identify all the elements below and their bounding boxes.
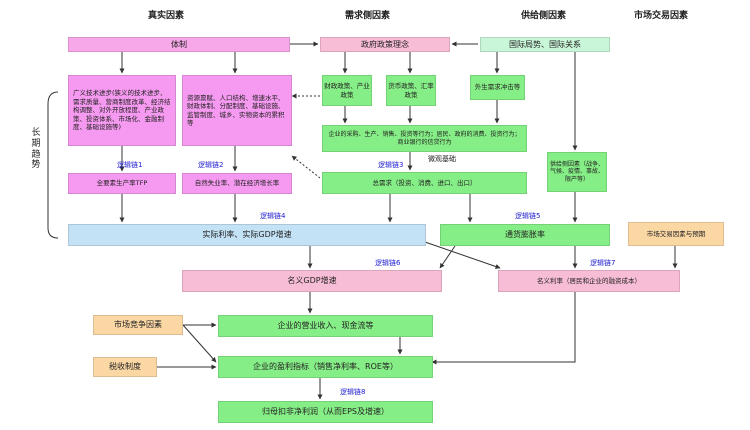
logic-chain-8-label: 逻辑链8 xyxy=(340,388,366,396)
logic-chain-2-label: 逻辑链2 xyxy=(198,161,224,169)
real-rate-gdp-node: 实际利率、实际GDP增速 xyxy=(68,224,426,246)
header-supply-factors: 供给侧因素 xyxy=(521,11,567,21)
header-market-factors: 市场交易因素 xyxy=(634,11,689,21)
long-term-trend-label: 长期趋势 xyxy=(31,128,41,171)
nominal-rate-node: 名义利率（居民和企业的融资成本） xyxy=(498,270,680,292)
header-demand-factors: 需求侧因素 xyxy=(345,11,391,21)
logic-chain-5-label: 逻辑链5 xyxy=(515,212,541,220)
revenue-cashflow-node: 企业的营业收入、现金流等 xyxy=(218,315,433,337)
market-competition-node: 市场竞争因素 xyxy=(93,315,183,335)
micro-foundation-label: 微观基础 xyxy=(428,155,456,163)
market-factor-node: 市场交易因素与预期 xyxy=(628,222,724,246)
logic-chain-7-label: 逻辑链7 xyxy=(590,259,616,267)
logic-chain-4-label: 逻辑链4 xyxy=(260,212,286,220)
policy-philosophy-node: 政府政策理念 xyxy=(320,37,450,52)
logic-chain-3-label: 逻辑链3 xyxy=(378,161,404,169)
logic-chain-1-label: 逻辑链1 xyxy=(117,161,143,169)
trend-bracket xyxy=(47,91,59,239)
tfp-factors-node: 广义技术进步(狭义的技术进步、需求质量、营商制度改革、经济结构调整、对外开放程度… xyxy=(68,75,176,146)
international-relations-node: 国际局势、国际关系 xyxy=(480,37,610,52)
micro-agents-node: 企业的采购、生产、销售、投资等行为；居民、政府的消费、投资行为；商业银行的信贷行… xyxy=(322,125,527,152)
inflation-node: 通货膨胀率 xyxy=(440,224,610,246)
fiscal-policy-node: 财政政策、产业政策 xyxy=(322,75,372,106)
profitability-node: 企业的盈利指标（销售净利率、ROE等） xyxy=(218,356,433,378)
system-node: 体制 xyxy=(68,37,290,52)
natural-rate-node: 自然失业率、潜在经济增长率 xyxy=(182,173,292,194)
eps-node: 归母扣非净利润（从而EPS及增速） xyxy=(218,401,433,423)
monetary-policy-node: 货币政策、汇率政策 xyxy=(386,75,436,106)
nominal-gdp-node: 名义GDP增速 xyxy=(182,270,442,292)
resource-endowment-node: 资源禀赋、人口结构、增速水平、财政体制、分配制度、基础设施、监管制度、城乡、实物… xyxy=(182,75,292,146)
logic-chain-6-label: 逻辑链6 xyxy=(375,259,401,267)
tfp-node: 全要素生产率TFP xyxy=(68,173,176,194)
header-real-factors: 真实因素 xyxy=(148,11,185,21)
aggregate-demand-node: 总需求（投资、消费、进口、出口） xyxy=(322,172,527,194)
supply-side-node: 供给侧因素（战争、气候、疫情、事故、限产等） xyxy=(547,152,607,192)
external-shock-node: 外生需求冲击等 xyxy=(470,75,525,100)
tax-system-node: 税收制度 xyxy=(93,357,157,377)
